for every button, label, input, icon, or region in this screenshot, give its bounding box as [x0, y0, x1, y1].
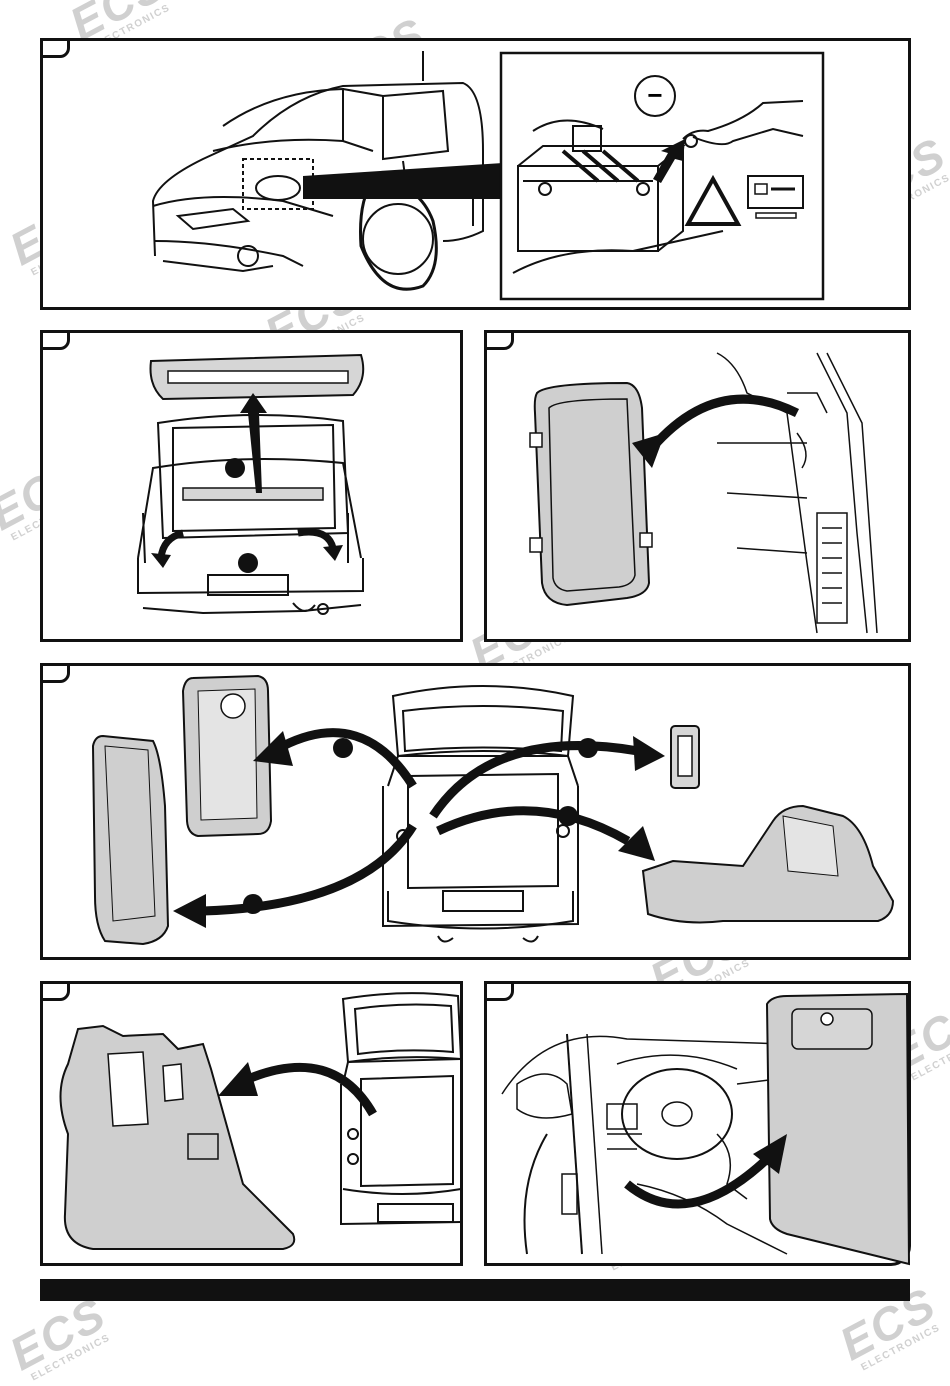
minus-symbol: − — [647, 80, 662, 110]
remove-dashboard-panel-icon — [501, 992, 911, 1266]
step-2-panel — [40, 330, 463, 642]
remove-side-trim-icon — [59, 992, 463, 1250]
step-number-tab — [40, 981, 70, 1001]
step-5-panel — [40, 981, 463, 1266]
step-1-panel: − — [40, 38, 911, 310]
step-number-tab — [40, 38, 70, 58]
step-number-tab — [484, 330, 514, 350]
remove-parcel-shelf-icon — [137, 353, 365, 615]
step-4-panel — [40, 663, 911, 960]
step-3-panel — [484, 330, 911, 642]
step-number-tab — [484, 981, 514, 1001]
remove-side-cover-icon — [529, 352, 878, 634]
step-number-tab — [40, 330, 70, 350]
remove-trunk-panels-icon — [91, 674, 895, 946]
disconnect-battery-negative-icon: − — [151, 51, 825, 301]
step-6-panel — [484, 981, 911, 1266]
footer-bar — [40, 1279, 910, 1301]
step-number-tab — [40, 663, 70, 683]
